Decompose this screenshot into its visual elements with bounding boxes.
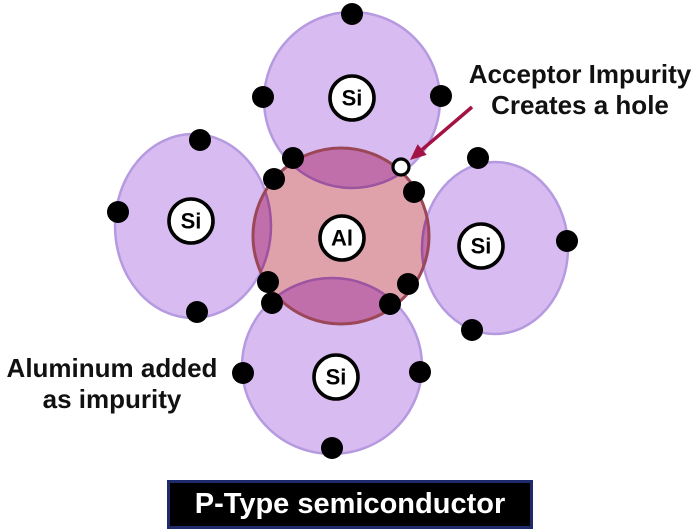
aluminum-impurity-annotation: Aluminum added as impurity	[7, 353, 218, 415]
atom-symbol-al-center: Al	[331, 226, 353, 251]
aluminum-annotation-line2: as impurity	[42, 384, 182, 414]
bond-overlap-si-top	[262, 148, 429, 190]
electron-dot-si-bottom	[409, 361, 431, 383]
atom-symbol-si-right: Si	[471, 234, 492, 259]
electron-dot-si-bottom	[321, 437, 343, 459]
electron-dot-si-left	[107, 201, 129, 223]
electron-dot-bond-nw	[263, 168, 285, 190]
electron-dot-si-left	[186, 301, 208, 323]
hole-circle	[391, 157, 411, 177]
atom-symbol-si-bottom: Si	[326, 365, 347, 390]
acceptor-annotation-line1: Acceptor Impurity	[468, 59, 692, 89]
electron-dot-si-right	[467, 147, 489, 169]
electron-dot-si-top	[252, 86, 274, 108]
electron-dot-si-right	[556, 230, 578, 252]
atom-label-circle-si-top	[328, 74, 376, 122]
atom-symbol-si-top: Si	[342, 86, 363, 111]
acceptor-arrow-line	[421, 105, 474, 151]
title-text: P-Type semiconductor	[194, 488, 506, 520]
electron-dot-si-top	[341, 3, 363, 25]
electron-dot-si-right	[461, 319, 483, 341]
bond-overlap-si-left	[253, 148, 273, 320]
acceptor-arrow-head	[410, 144, 427, 160]
acceptor-annotation-line2: Creates a hole	[491, 90, 669, 120]
electron-dot-si-left	[189, 129, 211, 151]
electron-dot-bond-nw	[282, 147, 304, 169]
electron-dot-bond-sw	[261, 292, 283, 314]
bond-overlap-si-right	[420, 160, 429, 324]
electron-dot-si-bottom	[232, 362, 254, 384]
atom-label-circle-si-bottom	[312, 353, 360, 401]
atom-label-circle-al-center	[318, 214, 366, 262]
electron-dot-si-top	[430, 85, 452, 107]
electron-dot-bond-se	[379, 293, 401, 315]
al-atom-rim	[251, 146, 431, 326]
atom-label-circle-si-right	[457, 222, 505, 270]
electron-dot-bond-sw	[257, 271, 279, 293]
atom-label-circle-si-left	[167, 197, 215, 245]
electron-dot-bond-se	[397, 273, 419, 295]
aluminum-annotation-line1: Aluminum added	[6, 353, 218, 383]
electron-dot-bond-ne	[403, 181, 425, 203]
atom-symbol-si-left: Si	[181, 209, 202, 234]
title-banner: P-Type semiconductor	[167, 480, 533, 529]
acceptor-impurity-annotation: Acceptor Impurity Creates a hole	[469, 59, 692, 121]
